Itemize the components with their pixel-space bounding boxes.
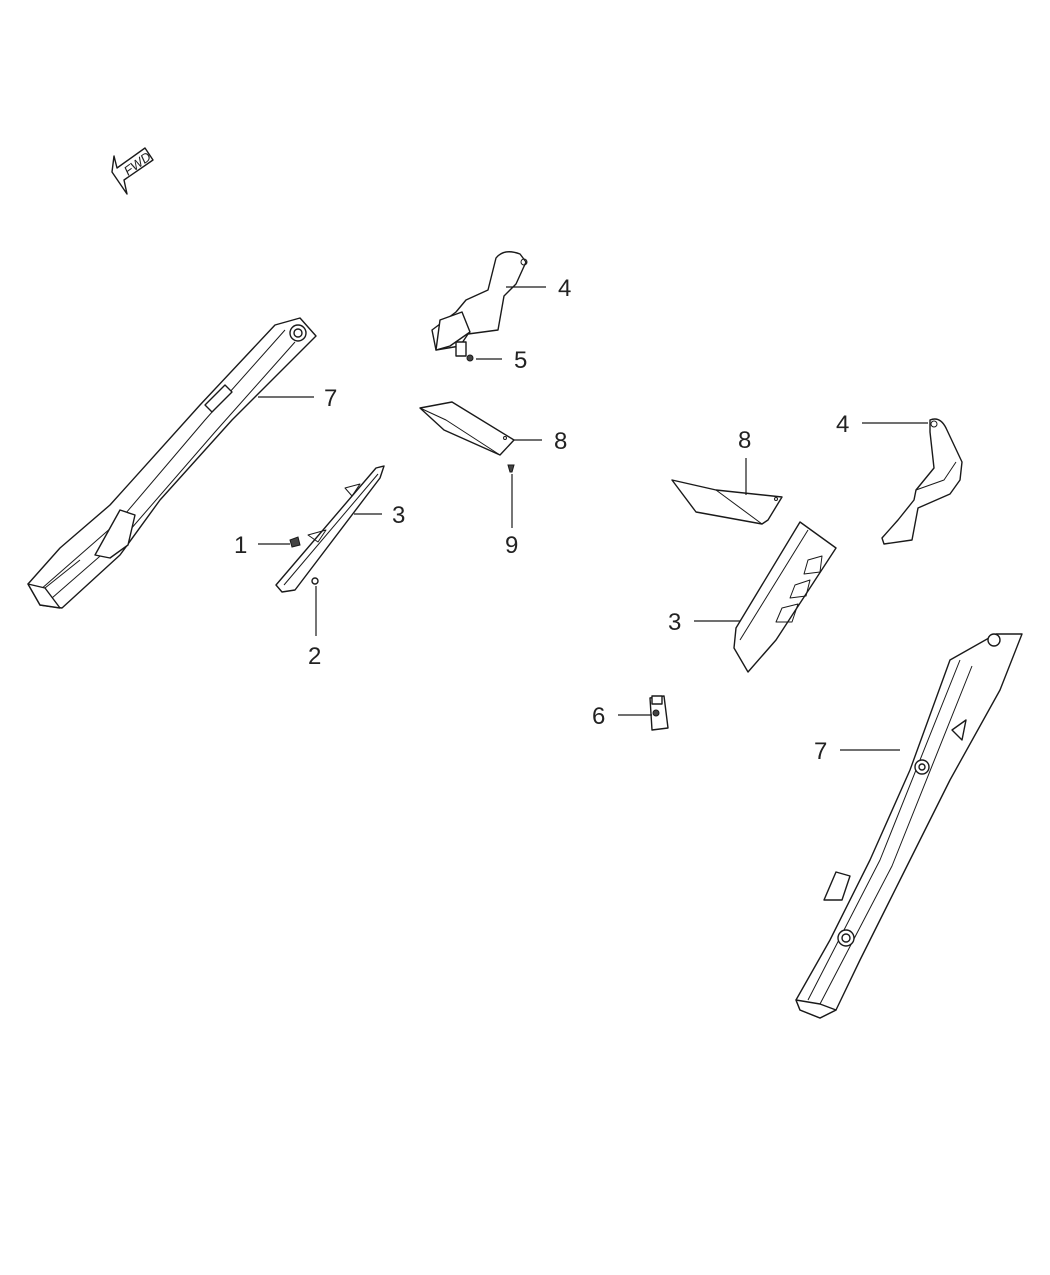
callout-3b: 3 <box>668 609 681 636</box>
callout-1: 1 <box>234 532 247 559</box>
bracket-upper-right <box>881 418 963 545</box>
bracket-upper-left <box>431 251 528 357</box>
sill-plate-left <box>27 317 317 609</box>
scuff-strip-left <box>275 465 385 593</box>
callout-4b: 4 <box>836 411 849 438</box>
leader-lines <box>258 286 928 751</box>
scuff-panel-right <box>733 521 837 673</box>
trim-panel-right <box>671 479 783 525</box>
callout-3a: 3 <box>392 502 405 529</box>
callout-8b: 8 <box>738 427 751 454</box>
callout-2: 2 <box>308 643 321 670</box>
callout-7a: 7 <box>324 385 337 412</box>
callout-8a: 8 <box>554 428 567 455</box>
fwd-arrow-icon: FWD <box>111 147 154 195</box>
sill-plate-right <box>795 633 1023 1019</box>
screw-2 <box>311 577 319 585</box>
callout-9: 9 <box>505 532 518 559</box>
trim-panel-left <box>419 401 515 456</box>
clip-6 <box>649 695 669 731</box>
screw-9 <box>507 464 515 473</box>
callout-4a: 4 <box>558 275 571 302</box>
callout-7b: 7 <box>814 738 827 765</box>
callout-6: 6 <box>592 703 605 730</box>
callout-labels: 4 5 7 8 9 3 1 2 8 4 3 6 7 <box>234 275 849 765</box>
screw-5 <box>466 354 474 362</box>
callout-5: 5 <box>514 347 527 374</box>
clip-1 <box>289 536 301 548</box>
